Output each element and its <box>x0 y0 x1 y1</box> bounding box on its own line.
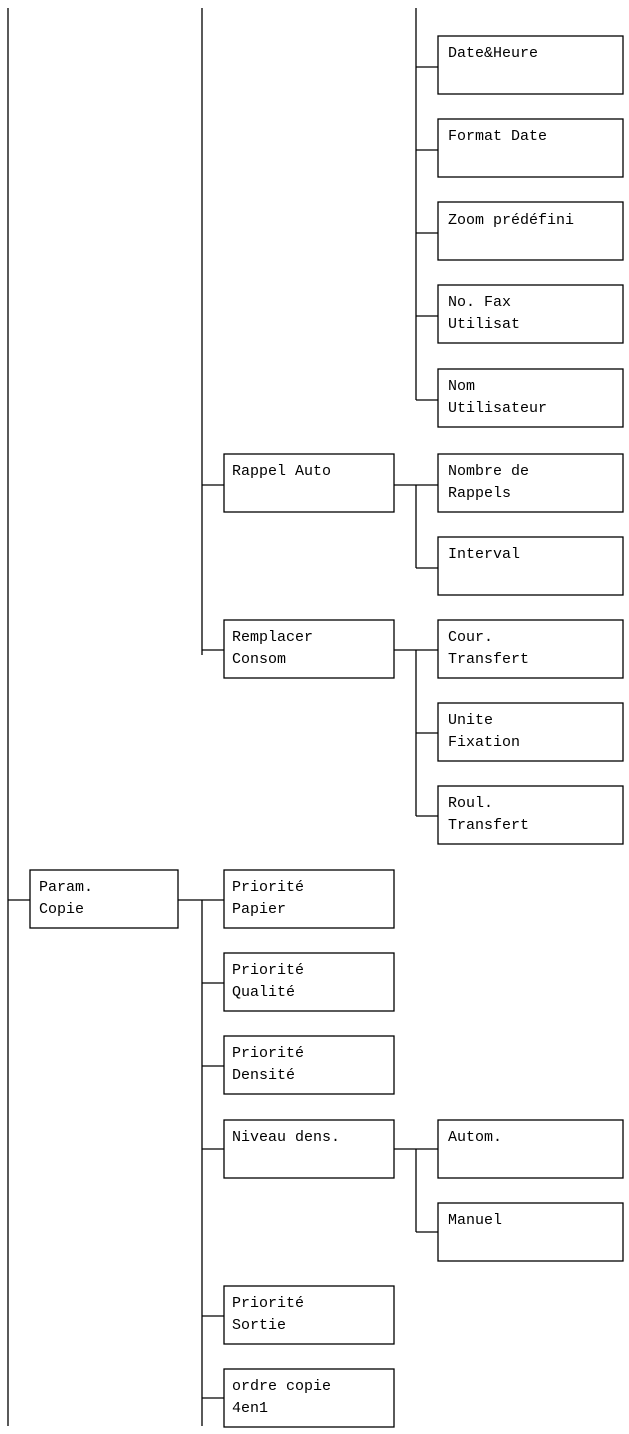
box-label: Niveau dens. <box>232 1129 340 1146</box>
box-label: Autom. <box>448 1129 502 1146</box>
box-label-line2: Transfert <box>448 651 529 668</box>
box-label: Manuel <box>448 1212 502 1229</box>
box-autom: Autom. <box>437 1119 624 1179</box>
box-unite-fixation: Unite Fixation <box>437 702 624 762</box>
box-label-line2: 4en1 <box>232 1400 268 1417</box>
box-niveau-dens: Niveau dens. <box>223 1119 395 1179</box>
box-label-line1: Priorité <box>232 1295 304 1312</box>
connector-lines <box>7 8 438 1426</box>
box-label-line1: Nom <box>448 378 475 395</box>
box-label-line1: Param. <box>39 879 93 896</box>
box-param-copie: Param. Copie <box>29 869 179 929</box>
box-label: Rappel Auto <box>232 463 331 480</box>
box-label-line2: Utilisat <box>448 316 520 333</box>
box-priorite-qualite: Priorité Qualité <box>223 952 395 1012</box>
box-label-line1: ordre copie <box>232 1378 331 1395</box>
box-label-line1: Priorité <box>232 879 304 896</box>
box-priorite-densite: Priorité Densité <box>223 1035 395 1095</box>
box-label-line2: Fixation <box>448 734 520 751</box>
box-label-line2: Rappels <box>448 485 511 502</box>
box-nombre-de-rappels: Nombre de Rappels <box>437 453 624 513</box>
box-label-line2: Copie <box>39 901 84 918</box>
box-cour-transfert: Cour. Transfert <box>437 619 624 679</box>
box-zoom-predefini: Zoom prédéfini <box>437 201 624 261</box>
box-label-line1: Nombre de <box>448 463 529 480</box>
box-label: Format Date <box>448 128 547 145</box>
box-label-line2: Qualité <box>232 984 295 1001</box>
box-label-line1: Cour. <box>448 629 493 646</box>
box-label: Zoom prédéfini <box>448 212 574 229</box>
box-label-line2: Densité <box>232 1067 295 1084</box>
box-no-fax-utilisat: No. Fax Utilisat <box>437 284 624 344</box>
box-label-line2: Consom <box>232 651 286 668</box>
box-interval: Interval <box>437 536 624 596</box>
box-label-line1: Roul. <box>448 795 493 812</box>
box-priorite-sortie: Priorité Sortie <box>223 1285 395 1345</box>
box-label-line1: Unite <box>448 712 493 729</box>
box-date-heure: Date&Heure <box>437 35 624 95</box>
box-label-line2: Papier <box>232 901 286 918</box>
box-label: Interval <box>448 546 520 563</box>
box-ordre-copie-4en1: ordre copie 4en1 <box>223 1368 395 1428</box>
box-label-line1: Priorité <box>232 962 304 979</box>
box-label: Date&Heure <box>448 45 538 62</box>
box-rappel-auto: Rappel Auto <box>223 453 395 513</box>
box-label-line1: Priorité <box>232 1045 304 1062</box>
box-nom-utilisateur: Nom Utilisateur <box>437 368 624 428</box>
box-label-line2: Sortie <box>232 1317 286 1334</box>
box-remplacer-consom: Remplacer Consom <box>223 619 395 679</box>
box-label-line2: Transfert <box>448 817 529 834</box>
box-priorite-papier: Priorité Papier <box>223 869 395 929</box>
box-roul-transfert: Roul. Transfert <box>437 785 624 845</box>
box-format-date: Format Date <box>437 118 624 178</box>
box-label-line1: Remplacer <box>232 629 313 646</box>
box-label-line1: No. Fax <box>448 294 511 311</box>
box-label-line2: Utilisateur <box>448 400 547 417</box>
box-manuel: Manuel <box>437 1202 624 1262</box>
